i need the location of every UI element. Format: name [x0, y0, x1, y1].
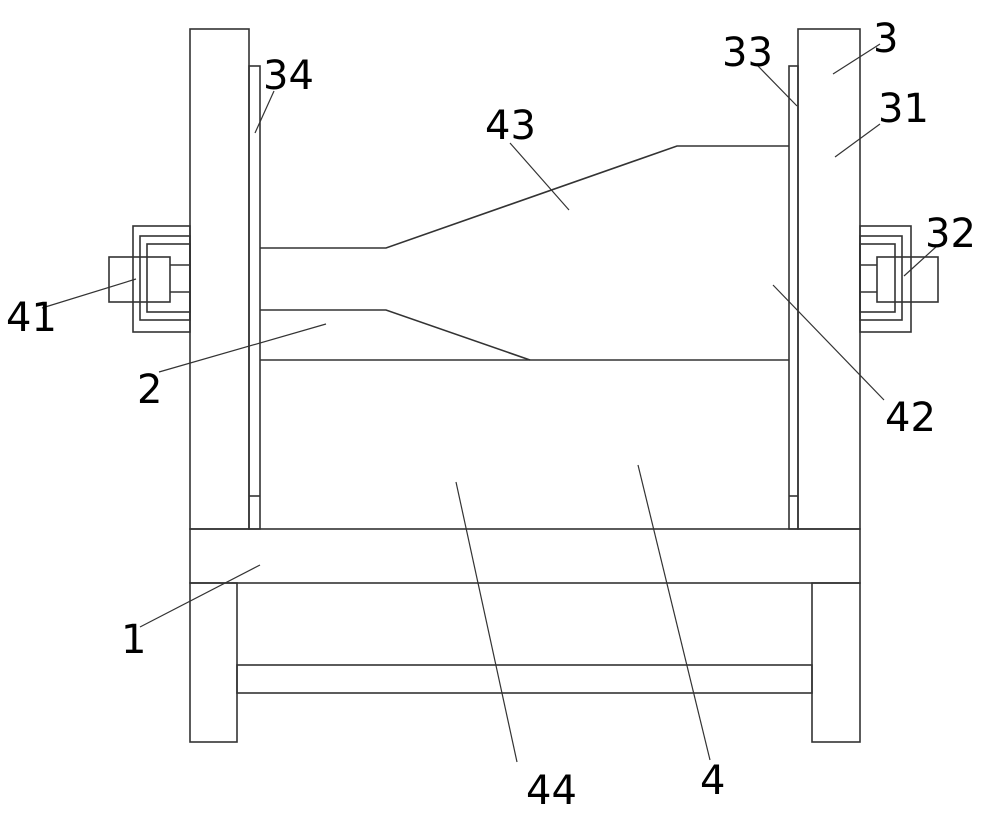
leader-4: [637, 464, 711, 761]
label-1: 1: [121, 617, 146, 663]
leader-41: [41, 278, 137, 309]
label-3: 3: [873, 16, 898, 62]
left-guide-rail: [248, 65, 261, 530]
right-motor-block: [876, 256, 939, 303]
label-4: 4: [700, 758, 725, 804]
right-upright: [797, 28, 861, 530]
leader-31: [834, 123, 881, 158]
leader-34: [254, 90, 275, 134]
leader-44: [455, 481, 518, 763]
base-beam: [189, 528, 861, 584]
leader-1: [139, 564, 261, 628]
left-bracket-core: [146, 243, 191, 313]
left-leg: [189, 582, 238, 743]
lower-crossbar: [236, 664, 813, 694]
leader-42: [772, 284, 885, 401]
label-41: 41: [6, 295, 57, 341]
right-guide-rail: [788, 65, 799, 530]
label-43: 43: [485, 103, 536, 149]
label-42: 42: [885, 395, 936, 441]
leader-33: [756, 64, 798, 107]
funnel-upper-edge: [260, 145, 789, 249]
right-bracket-core: [859, 243, 896, 313]
leader-32: [903, 245, 938, 277]
leader-2: [158, 323, 327, 373]
label-44: 44: [526, 768, 577, 813]
label-34: 34: [263, 53, 314, 99]
left-motor-block: [108, 256, 171, 303]
label-33: 33: [722, 30, 773, 76]
left-bracket-outer: [132, 225, 191, 333]
label-31: 31: [878, 86, 929, 132]
label-2: 2: [137, 367, 162, 413]
leader-3: [832, 43, 881, 75]
funnel-lower-edge: [260, 309, 531, 361]
left-upright: [189, 28, 250, 530]
right-bracket-outer: [859, 225, 912, 333]
leader-43: [509, 142, 570, 211]
label-32: 32: [925, 211, 976, 257]
right-leg: [811, 582, 861, 743]
